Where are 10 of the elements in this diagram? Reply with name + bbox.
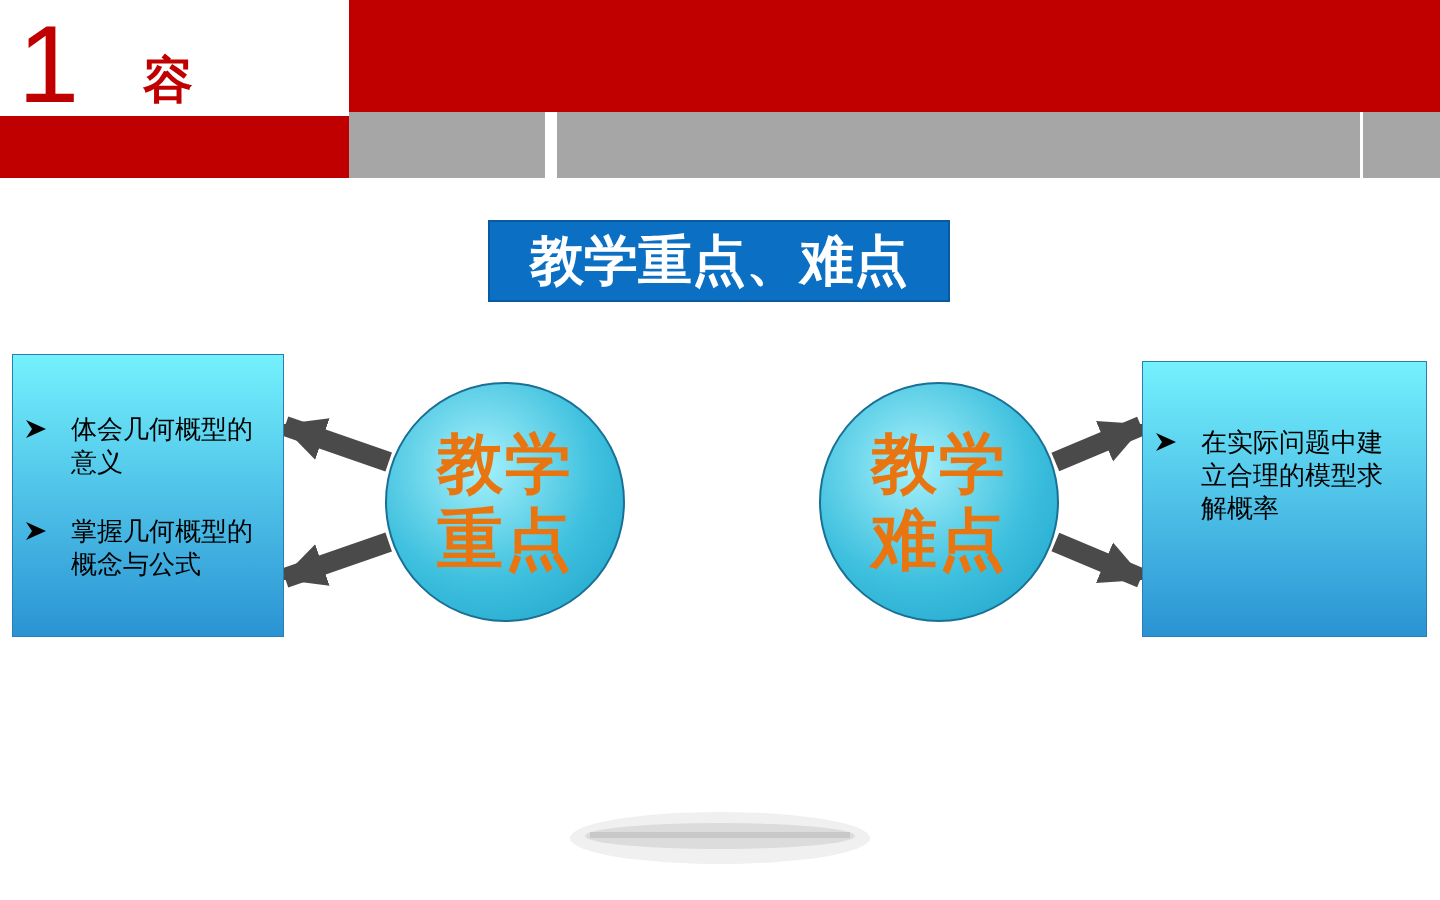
section-title: 容 [143, 50, 193, 110]
text-panel [1142, 361, 1427, 637]
bullet-text: 掌握几何概型的概念与公式 [71, 515, 254, 581]
section-number: 1 [18, 4, 80, 124]
bullet-text: 在实际问题中建立合理的模型求解概率 [1201, 426, 1384, 525]
title-box: 教学重点、难点 [488, 220, 950, 302]
sphere-node: 教学重点 [385, 382, 625, 622]
sphere-node: 教学难点 [819, 382, 1059, 622]
bullet-text: 体会几何概型的意义 [71, 413, 254, 479]
text-panel [12, 354, 284, 637]
